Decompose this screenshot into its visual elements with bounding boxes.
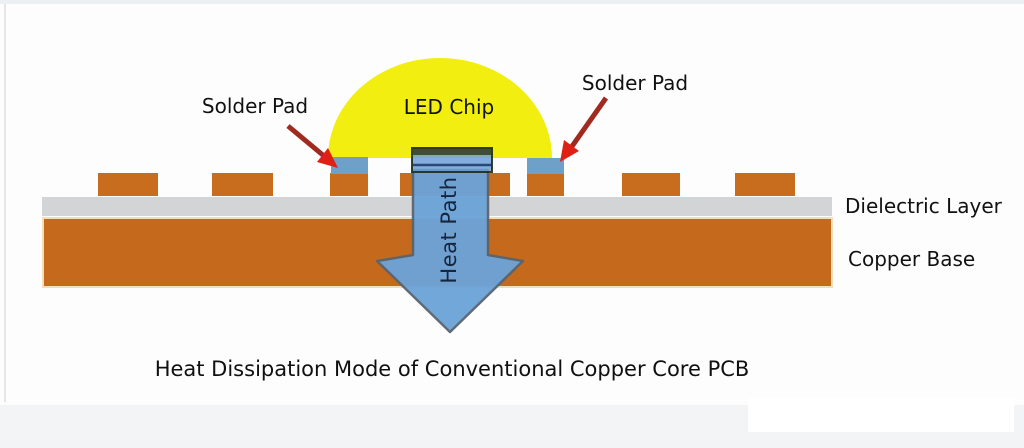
led-chip-label: LED Chip <box>403 95 495 119</box>
solder-pad-right-shape <box>527 158 564 174</box>
copper-pad <box>330 173 368 196</box>
copper-pad <box>622 173 680 196</box>
footer-white-patch <box>748 398 1014 432</box>
led-chip-top-bar <box>413 148 491 155</box>
solder-pad-arrow-right-icon <box>560 96 609 162</box>
solder-pad-left-label: Solder Pad <box>201 94 309 118</box>
led-dome-shape <box>328 58 552 158</box>
copper-base-label: Copper Base <box>848 247 976 271</box>
left-border-line <box>4 4 6 402</box>
heat-path-arrow <box>375 168 525 334</box>
dielectric-layer-label: Dielectric Layer <box>845 194 1002 218</box>
heat-path-label: Heat Path <box>437 176 461 284</box>
solder-pad-left-shape <box>331 157 368 174</box>
copper-pad <box>212 173 273 196</box>
diagram-caption: Heat Dissipation Mode of Conventional Co… <box>154 357 750 381</box>
solder-pad-arrow-left-icon <box>286 124 338 168</box>
copper-pad <box>527 173 564 196</box>
solder-pad-right-label: Solder Pad <box>581 71 689 95</box>
copper-pad <box>98 173 158 196</box>
copper-pad <box>735 173 795 196</box>
top-border-strip <box>0 0 1024 4</box>
